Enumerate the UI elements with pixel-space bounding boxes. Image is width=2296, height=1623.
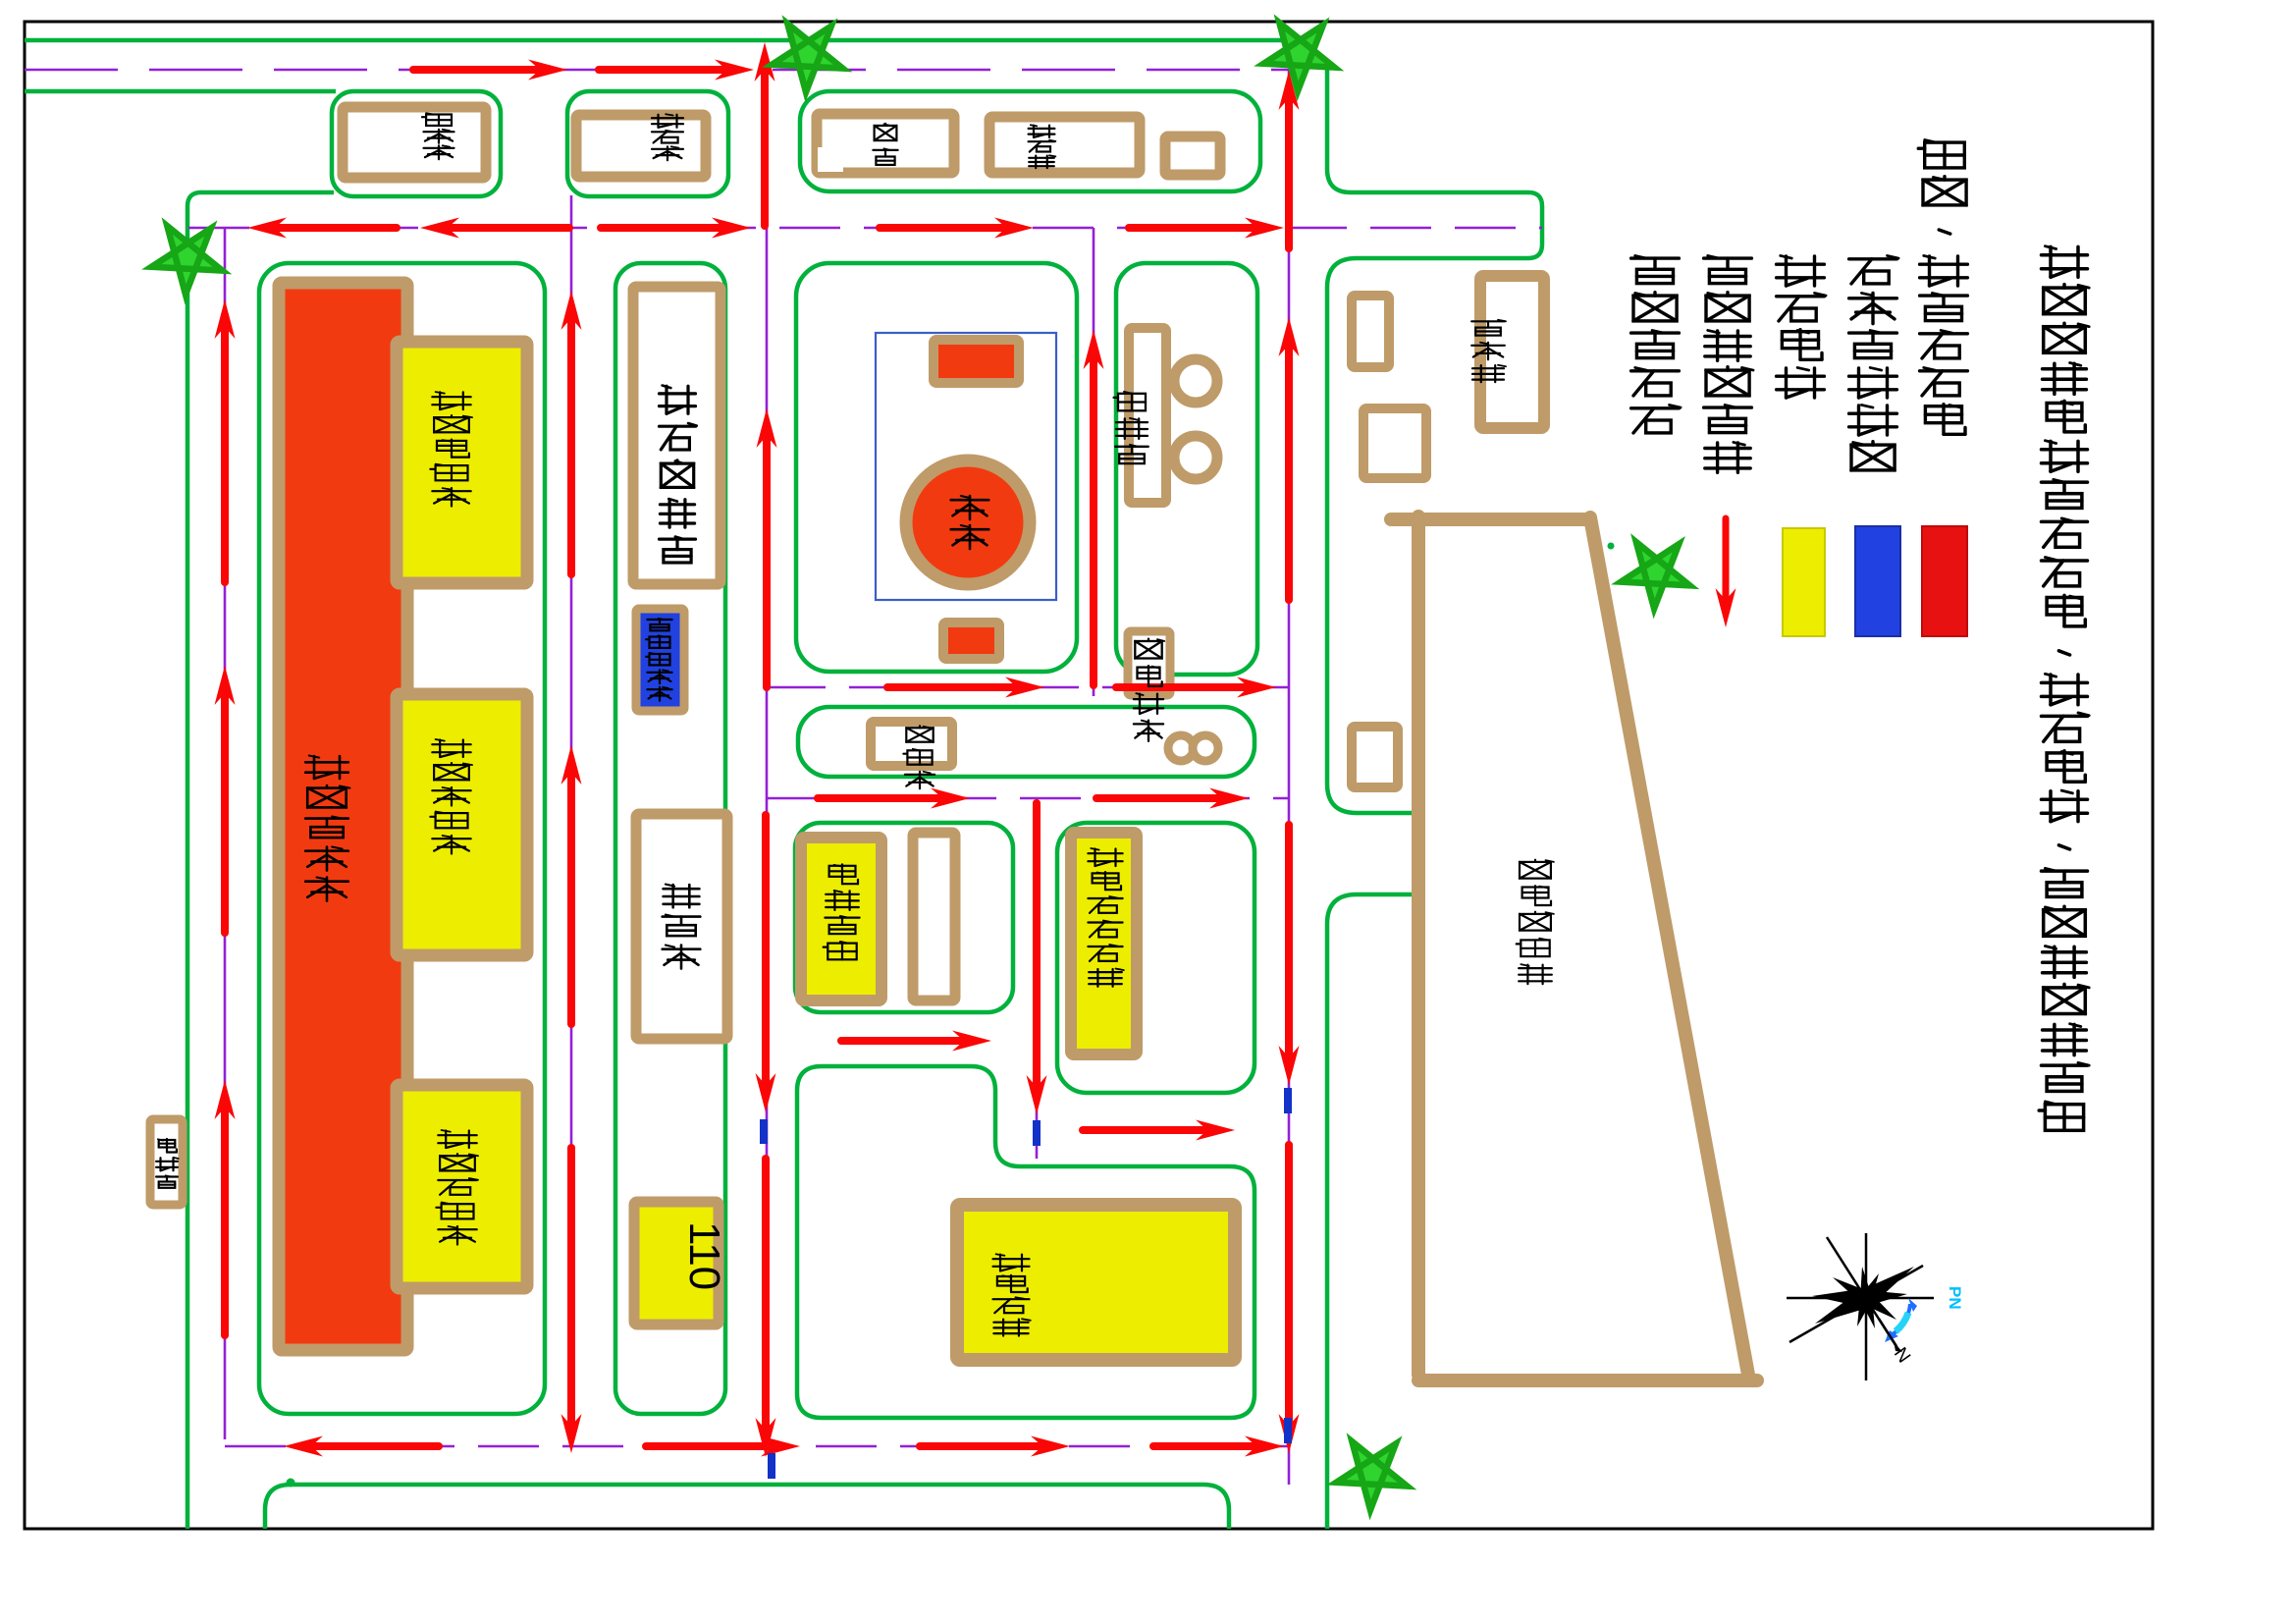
svg-text:PN: PN: [1946, 1286, 1964, 1310]
svg-text:110: 110: [680, 1221, 728, 1290]
